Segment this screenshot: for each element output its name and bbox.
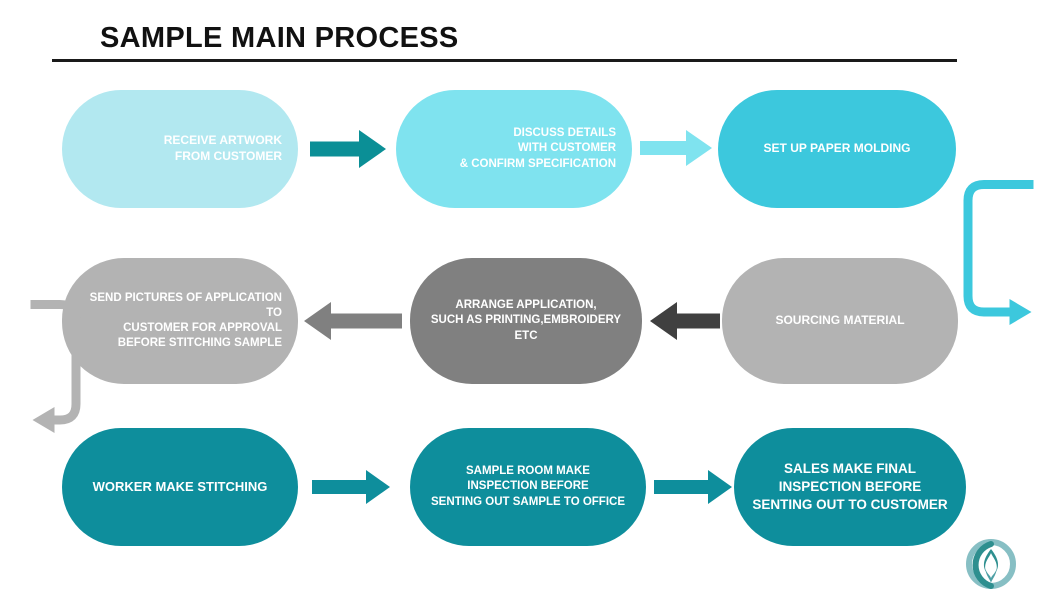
title-block: SAMPLE MAIN PROCESS: [0, 0, 1060, 75]
process-node-label: SET UP PAPER MOLDING: [763, 141, 911, 156]
process-node-label: DISCUSS DETAILS WITH CUSTOMER & CONFIRM …: [459, 127, 616, 170]
process-node-label: SAMPLE ROOM MAKE INSPECTION BEFORE SENTI…: [430, 465, 626, 508]
title-divider: [52, 59, 957, 62]
process-node-send-pictures-approval[interactable]: SEND PICTURES OF APPLICATION TO CUSTOMER…: [62, 258, 298, 384]
connector-elbow-6-7: [22, 298, 112, 446]
process-node-label: ARRANGE APPLICATION, SUCH AS PRINTING,EM…: [430, 299, 622, 342]
page-title: SAMPLE MAIN PROCESS: [100, 22, 459, 54]
process-node-label: SALES MAKE FINAL INSPECTION BEFORE SENTI…: [752, 461, 948, 512]
process-node-worker-make-stitching[interactable]: WORKER MAKE STITCHING: [62, 428, 298, 546]
process-node-discuss-details[interactable]: DISCUSS DETAILS WITH CUSTOMER & CONFIRM …: [396, 90, 632, 208]
connector-arrow-7-8: [312, 470, 390, 504]
process-node-sourcing-material[interactable]: SOURCING MATERIAL: [722, 258, 958, 384]
connector-arrow-1-2: [310, 130, 386, 168]
process-node-label: SEND PICTURES OF APPLICATION TO CUSTOMER…: [89, 291, 282, 350]
connector-elbow-3-4: [932, 178, 1042, 338]
connector-arrow-2-3: [640, 130, 712, 166]
process-node-receive-artwork[interactable]: RECEIVE ARTWORK FROM CUSTOMER: [62, 90, 298, 208]
company-logo: [963, 538, 1019, 590]
process-node-arrange-application[interactable]: ARRANGE APPLICATION, SUCH AS PRINTING,EM…: [410, 258, 642, 384]
connector-arrow-4-5: [650, 302, 720, 340]
process-node-sales-final-inspection[interactable]: SALES MAKE FINAL INSPECTION BEFORE SENTI…: [734, 428, 966, 546]
connector-arrow-5-6: [304, 302, 402, 340]
process-node-label: SOURCING MATERIAL: [775, 313, 905, 328]
process-node-label: WORKER MAKE STITCHING: [92, 479, 268, 495]
connector-arrow-8-9: [654, 470, 732, 504]
process-node-sample-room-inspection[interactable]: SAMPLE ROOM MAKE INSPECTION BEFORE SENTI…: [410, 428, 646, 546]
process-node-label: RECEIVE ARTWORK FROM CUSTOMER: [163, 133, 282, 163]
process-node-set-up-paper-molding[interactable]: SET UP PAPER MOLDING: [718, 90, 956, 208]
